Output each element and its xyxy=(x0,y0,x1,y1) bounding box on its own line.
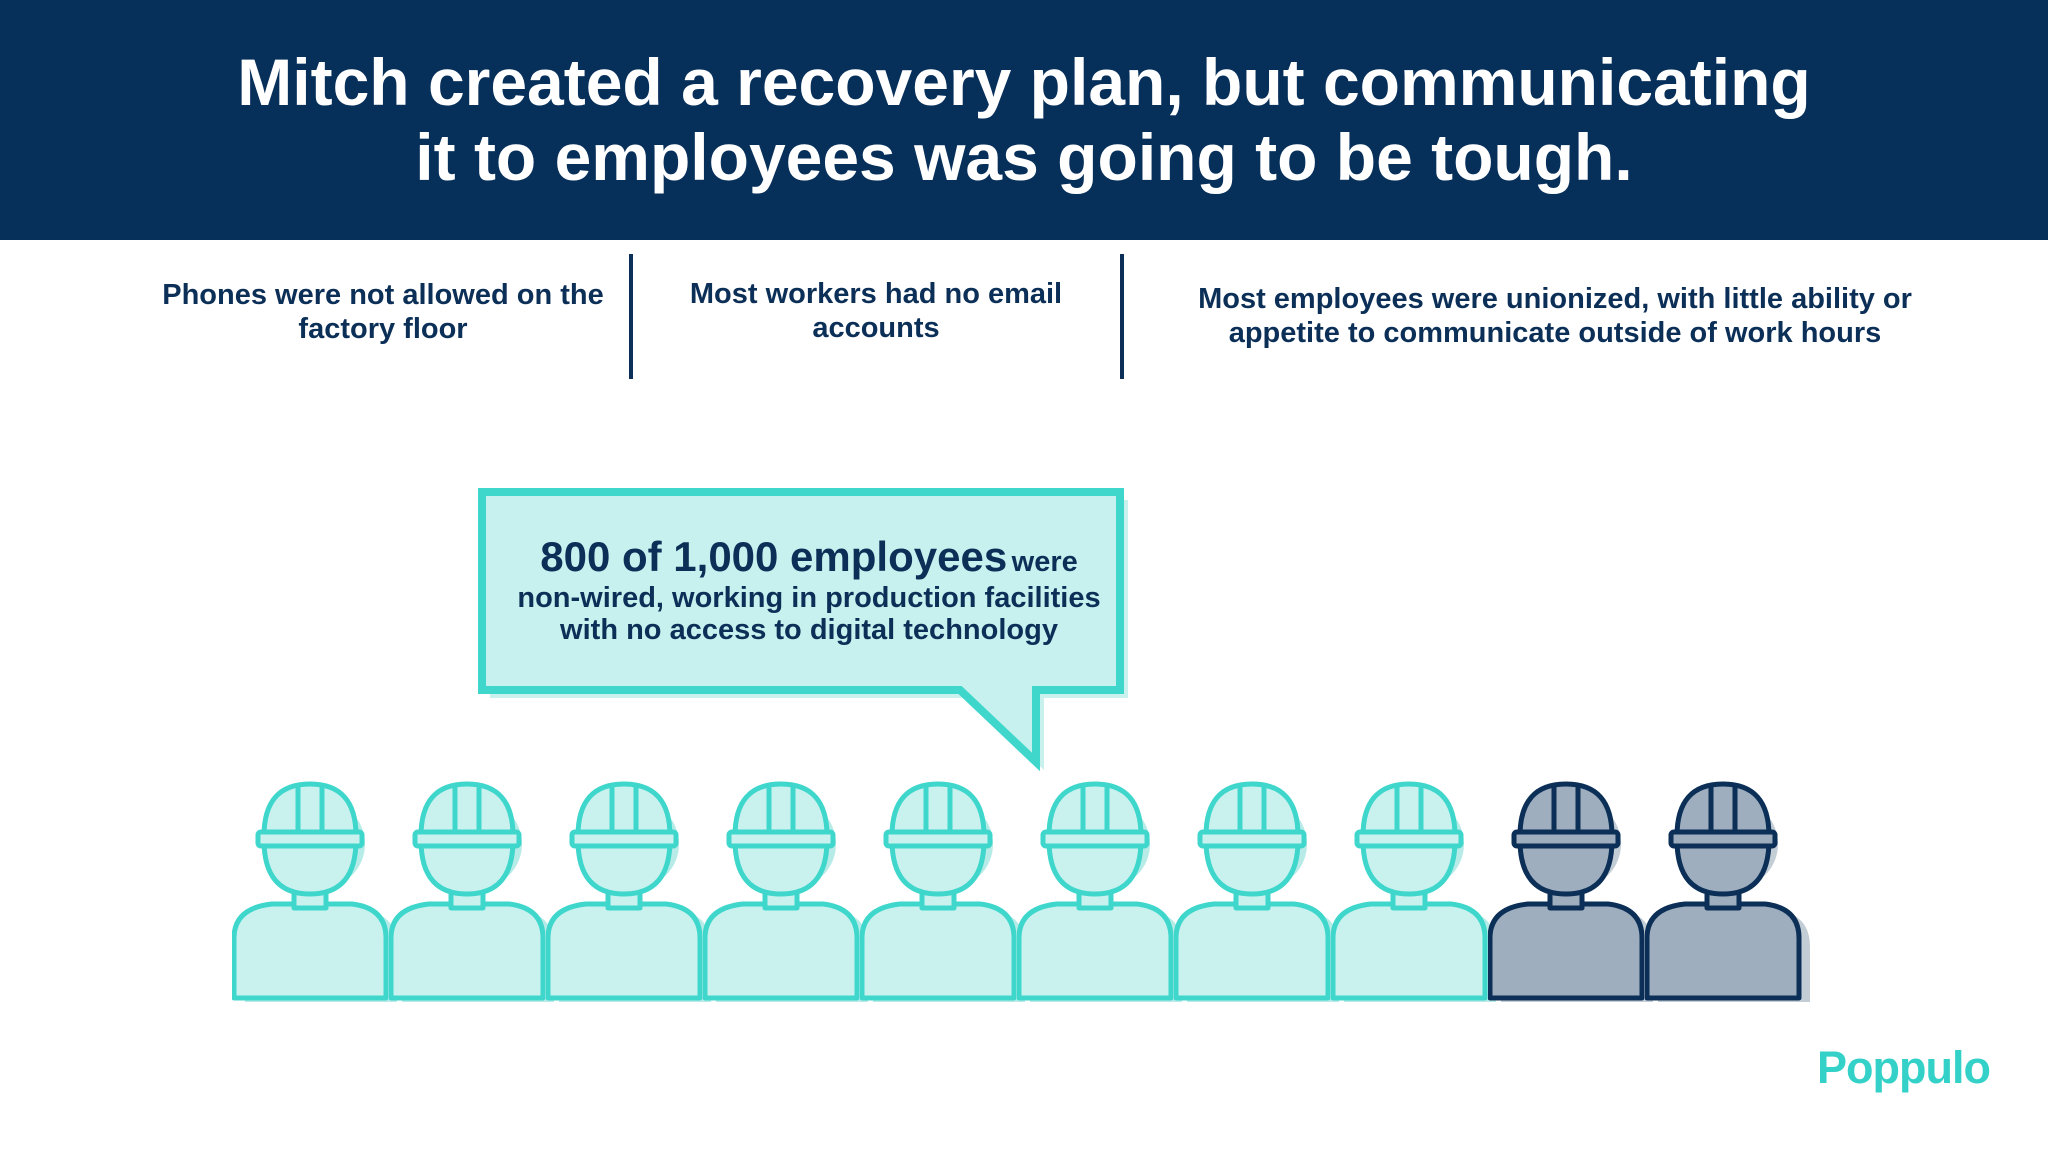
hard-hat-worker-icon xyxy=(546,781,711,1002)
column-divider xyxy=(1120,254,1124,379)
column-divider xyxy=(629,254,633,379)
callout-line: with no access to digital technology xyxy=(560,614,1058,646)
callout-line: non-wired, working in production facilit… xyxy=(517,582,1101,614)
hard-hat-worker-icon xyxy=(1174,781,1339,1002)
callout-highlight: 800 of 1,000 employees xyxy=(540,533,1008,580)
worker-row xyxy=(232,778,1812,1004)
hard-hat-worker-icon xyxy=(1017,781,1182,1002)
hard-hat-worker-icon xyxy=(703,781,868,1002)
hard-hat-worker-icon xyxy=(389,781,554,1002)
hard-hat-worker-icon xyxy=(1645,781,1810,1002)
hard-hat-worker-icon xyxy=(860,781,1025,1002)
hard-hat-worker-icon xyxy=(1331,781,1496,1002)
slide-title: Mitch created a recovery plan, but commu… xyxy=(237,45,1811,194)
speech-bubble xyxy=(478,488,1128,772)
barrier-union: Most employees were unionized, with litt… xyxy=(1198,283,1912,349)
callout-inline: were xyxy=(1011,546,1078,578)
hard-hat-worker-icon xyxy=(1488,781,1653,1002)
barrier-email: Most workers had no email accounts xyxy=(689,278,1063,344)
poppulo-logo: Poppulo xyxy=(1817,1042,1991,1093)
hard-hat-worker-icon xyxy=(232,781,397,1002)
header-banner: Mitch created a recovery plan, but commu… xyxy=(0,0,2048,240)
barrier-phones: Phones were not allowed on the factory f… xyxy=(162,279,604,345)
callout-text: 800 of 1,000 employees were non-wired, w… xyxy=(496,533,1122,646)
